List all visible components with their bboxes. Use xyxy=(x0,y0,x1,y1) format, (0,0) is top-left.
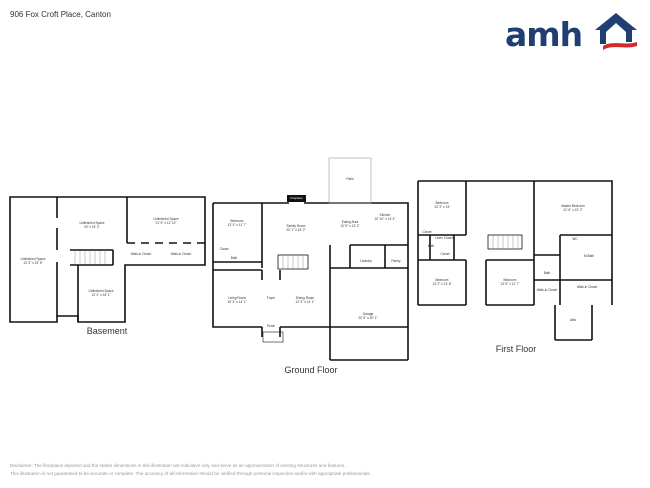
disclaimer-line-1: Disclaimer: The floorplans depicted and … xyxy=(10,463,346,468)
room-label: Laundry xyxy=(360,259,372,263)
room-label: Bath xyxy=(230,256,238,260)
logo-wordmark: amh xyxy=(505,15,583,54)
room-label: Walk-in Closet xyxy=(130,252,152,256)
room-label: Walk-in Closet xyxy=(170,252,192,256)
fireplace-label: Fireplace xyxy=(287,195,306,202)
room-label: Walk-in Closet xyxy=(536,288,558,292)
room-label: Attic xyxy=(569,318,577,322)
room-label: Closet xyxy=(440,252,450,256)
room-label: Pantry xyxy=(391,259,401,263)
room-label: Bath xyxy=(427,244,435,248)
room-label: M.Bath xyxy=(583,254,595,258)
room-label: Foyer xyxy=(266,296,276,300)
room-label: Bath xyxy=(543,271,551,275)
amh-logo: amh xyxy=(505,10,640,55)
room-label: WC xyxy=(572,237,578,241)
room-label: Linen Closet xyxy=(435,236,453,240)
floor-title-basement: Basement xyxy=(86,326,128,336)
room-label: Patio xyxy=(346,177,354,181)
disclaimer-line-2: This illustration is not guaranteed to b… xyxy=(10,471,371,476)
property-address: 906 Fox Croft Place, Canton xyxy=(10,10,111,19)
house-icon xyxy=(595,13,637,50)
floor-title-first: First Floor xyxy=(495,344,537,354)
room-label: Porch xyxy=(266,324,276,328)
floor-title-ground: Ground Floor xyxy=(284,365,338,375)
room-label: Closet xyxy=(422,230,432,234)
room-label: Closet xyxy=(219,247,229,251)
room-label: Walk-in Closet xyxy=(576,285,598,289)
